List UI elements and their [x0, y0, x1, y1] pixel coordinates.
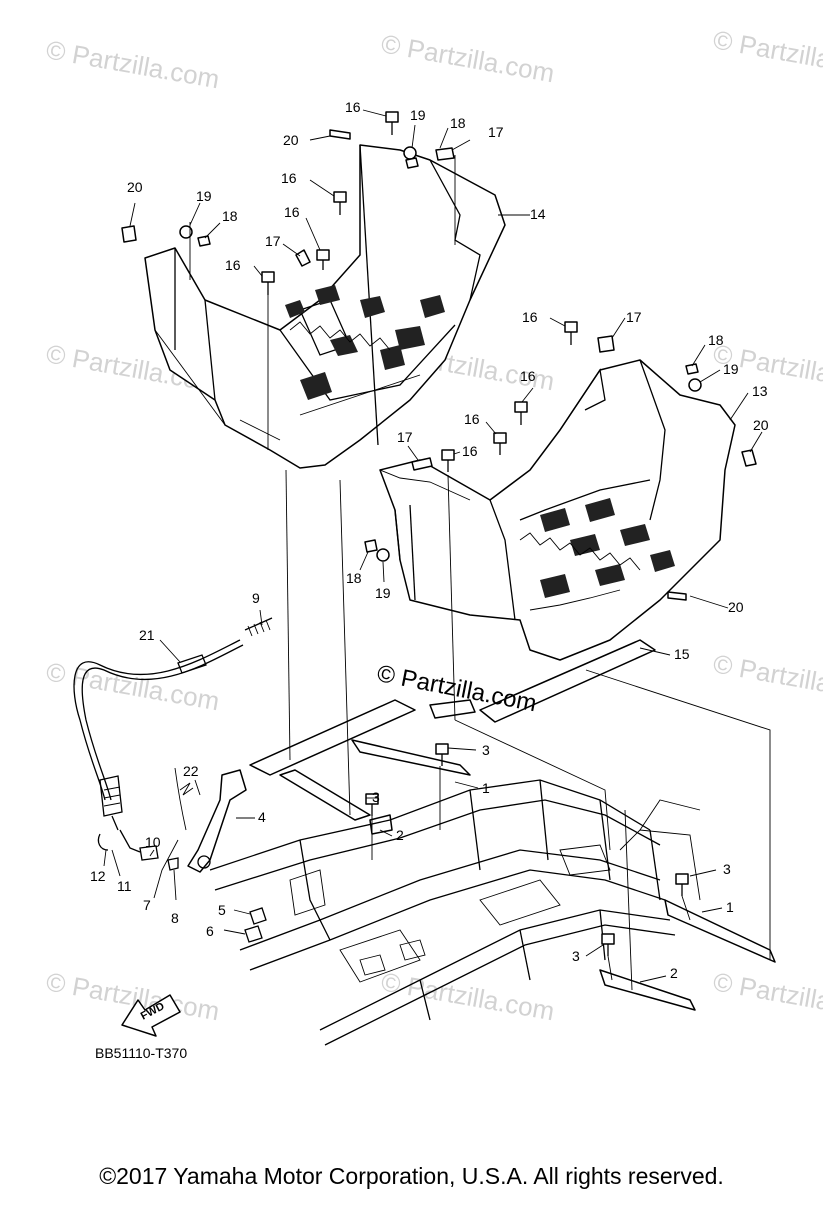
- copyright-notice: ©2017 Yamaha Motor Corporation, U.S.A. A…: [99, 1163, 724, 1189]
- callout-3: 3: [482, 742, 490, 758]
- callout-20: 20: [127, 179, 143, 195]
- callouts: 16 19 18 17 20 14 20 19 18 16 16 17 16 1…: [90, 99, 769, 981]
- callout-18: 18: [222, 208, 238, 224]
- callout-7: 7: [143, 897, 151, 913]
- callout-5: 5: [218, 902, 226, 918]
- callout-1: 1: [482, 780, 490, 796]
- callout-8: 8: [171, 910, 179, 926]
- callout-11: 11: [117, 878, 132, 894]
- callout-4: 4: [258, 809, 266, 825]
- callout-16: 16: [284, 204, 300, 220]
- callout-14: 14: [530, 206, 546, 222]
- callout-17: 17: [397, 429, 413, 445]
- callout-20: 20: [283, 132, 299, 148]
- fasteners: [121, 111, 757, 956]
- brake-cable: [73, 617, 273, 853]
- callout-19: 19: [375, 585, 391, 601]
- callout-3: 3: [723, 861, 731, 877]
- leader-lines: [103, 109, 763, 983]
- callout-16: 16: [281, 170, 297, 186]
- callout-12: 12: [90, 868, 106, 884]
- callout-2: 2: [670, 965, 678, 981]
- callout-17: 17: [488, 124, 504, 140]
- callout-3: 3: [572, 948, 580, 964]
- callout-20: 20: [728, 599, 744, 615]
- callout-16: 16: [464, 411, 480, 427]
- callout-15: 15: [674, 646, 690, 662]
- frame: [209, 779, 701, 1046]
- watermark: © Partzilla.com: [44, 34, 222, 94]
- watermark: © Partzilla.com: [379, 28, 557, 88]
- brake-pedal: [174, 767, 247, 873]
- callout-20: 20: [753, 417, 769, 433]
- callout-16: 16: [520, 368, 536, 384]
- callout-3: 3: [372, 789, 380, 805]
- callout-22: 22: [183, 763, 199, 779]
- diagram-reference-code: BB51110-T370: [95, 1045, 188, 1061]
- callout-19: 19: [723, 361, 739, 377]
- callout-19: 19: [196, 188, 212, 204]
- callout-19: 19: [410, 107, 426, 123]
- callout-16: 16: [522, 309, 538, 325]
- watermark: © Partzilla.com: [711, 24, 823, 84]
- callout-18: 18: [450, 115, 466, 131]
- callout-17: 17: [626, 309, 642, 325]
- callout-21: 21: [139, 627, 155, 643]
- callout-18: 18: [346, 570, 362, 586]
- stay-brackets: [249, 639, 776, 1011]
- callout-6: 6: [206, 923, 214, 939]
- callout-16: 16: [345, 99, 361, 115]
- callout-16: 16: [462, 443, 478, 459]
- callout-10: 10: [145, 834, 161, 850]
- callout-1: 1: [726, 899, 734, 915]
- watermark: © Partzilla.com: [44, 656, 222, 716]
- guide-lines: [189, 155, 771, 991]
- watermark: © Partzilla.com: [711, 648, 823, 708]
- callout-18: 18: [708, 332, 724, 348]
- callout-17: 17: [265, 233, 281, 249]
- callout-16: 16: [225, 257, 241, 273]
- watermark: © Partzilla.com: [711, 966, 823, 1026]
- callout-9: 9: [252, 590, 260, 606]
- watermark: © Partzilla.com: [379, 966, 557, 1026]
- right-footrest: [379, 359, 736, 661]
- callout-2: 2: [396, 827, 404, 843]
- callout-13: 13: [752, 383, 768, 399]
